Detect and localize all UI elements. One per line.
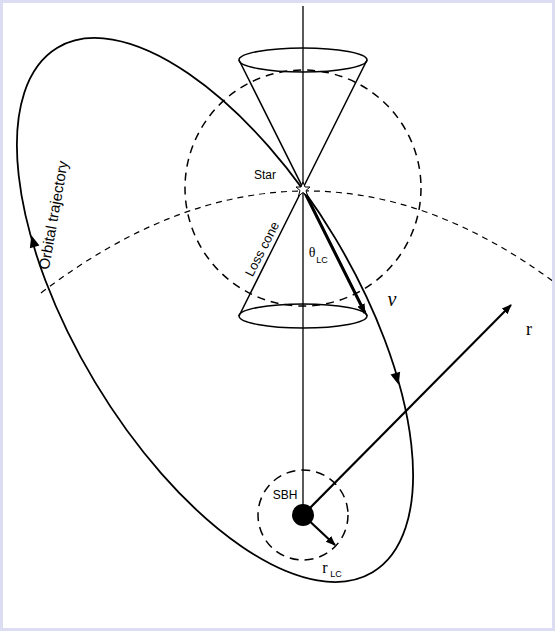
orbit-ellipse — [3, 3, 493, 631]
cone-rim — [239, 304, 367, 328]
angle-subscript: LC — [316, 256, 328, 265]
black-hole-label: SBH — [273, 489, 298, 501]
orbit-illustration — [3, 3, 555, 631]
cone-edge — [239, 60, 367, 316]
radius-label: r — [526, 320, 532, 338]
angle-symbol: θ — [309, 246, 316, 260]
dashed-arc — [41, 191, 555, 293]
velocity-arrow — [303, 189, 365, 313]
star-symbol — [296, 182, 310, 196]
star-label: Star — [254, 169, 276, 181]
cone-edge — [239, 60, 367, 316]
orbit-label: Orbital trajectory — [36, 160, 70, 271]
radius-arrow — [303, 305, 511, 515]
orbit-arrowhead — [27, 234, 40, 248]
radius-subscript: LC — [330, 570, 342, 579]
velocity-label: v — [388, 289, 397, 309]
black-hole-dot — [292, 504, 314, 526]
radius-label: r — [322, 560, 327, 576]
cone-rim — [239, 48, 367, 72]
axis-line — [302, 6, 303, 515]
orbit-arrowhead — [391, 372, 404, 386]
